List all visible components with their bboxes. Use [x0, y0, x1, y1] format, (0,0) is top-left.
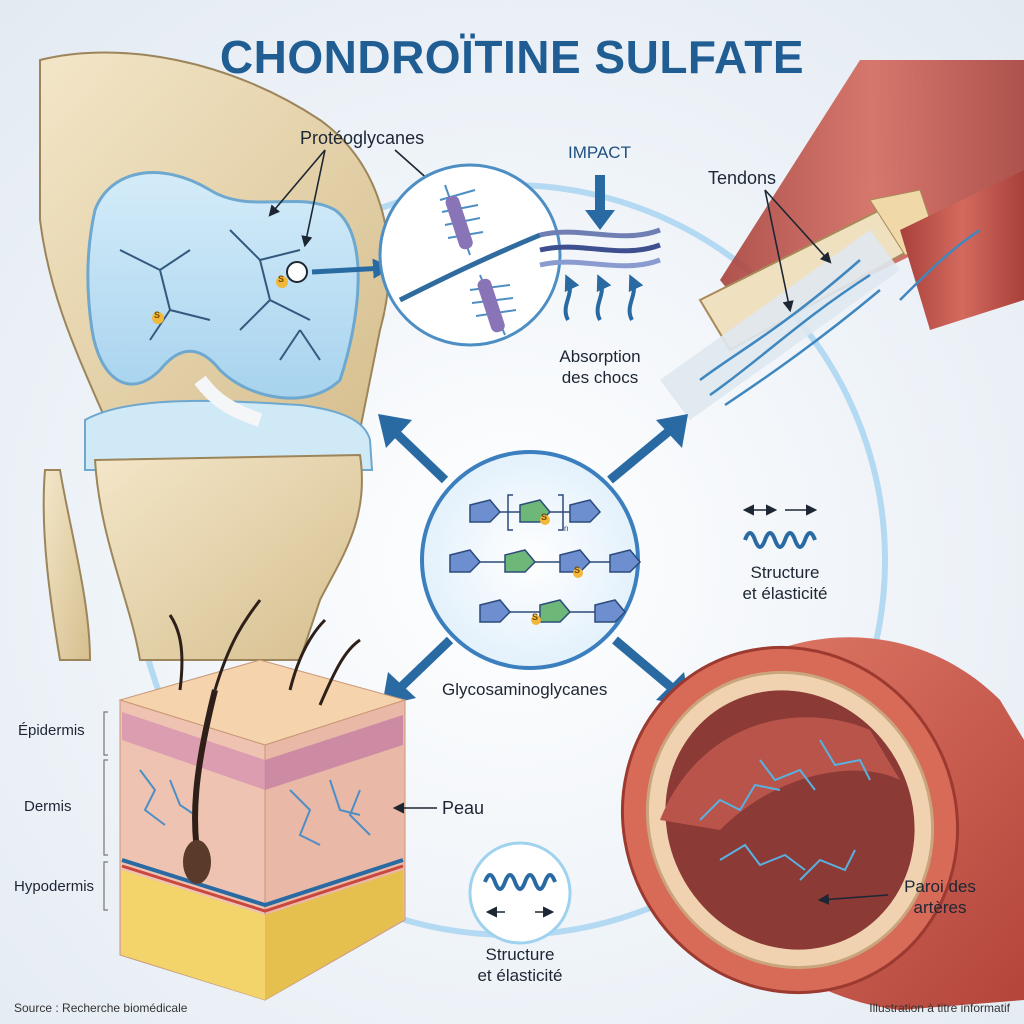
structure-label-bottom: Structure et élasticité	[477, 945, 563, 985]
source-footnote: Source : Recherche biomédicale	[14, 1001, 188, 1015]
proteoglycan-pointer-left	[268, 149, 326, 217]
sulfate-marker-2: S	[278, 274, 285, 284]
dermis-label: Dermis	[24, 798, 72, 815]
structure-label-right: Structure et élasticité	[742, 563, 828, 603]
peau-label: Peau	[442, 798, 485, 818]
page-title: CHONDROÏTINE SULFATE	[219, 31, 805, 83]
tendons-label: Tendons	[708, 168, 777, 188]
knee-joint-illustration	[39, 51, 393, 661]
sulfate-marker-5: S	[532, 612, 539, 622]
skin-layers-illustration	[118, 599, 407, 1001]
disclaimer-footnote: Illustration à titre informatif	[869, 1001, 1010, 1015]
paroi-arteres-label: Paroi des artères	[904, 877, 976, 917]
spring-icon-right	[742, 504, 818, 549]
proteoglycan-pointer-right	[301, 149, 326, 248]
sulfate-marker-1: S	[154, 310, 161, 320]
sulfate-marker-3: S	[541, 512, 548, 522]
impact-label: IMPACT	[568, 143, 631, 162]
hypodermis-label: Hypodermis	[14, 878, 95, 895]
spring-icon-bottom	[468, 841, 572, 945]
repeat-subscript: n	[564, 524, 569, 533]
proteoglycan-zoom	[378, 163, 562, 347]
proteoglycanes-label: Protéoglycanes	[300, 128, 425, 148]
tendon-muscle-illustration	[660, 60, 1024, 420]
absorption-label: Absorption des chocs	[559, 347, 641, 387]
sulfate-marker-4: S	[574, 565, 581, 575]
glycosaminoglycanes-label: Glycosaminoglycanes	[442, 680, 608, 699]
skin-layer-brackets	[103, 711, 108, 911]
artery-wall-illustration	[620, 637, 1024, 1010]
epidermis-label: Épidermis	[18, 722, 85, 739]
shock-absorption-graphic	[539, 175, 661, 321]
radiating-arrows	[391, 428, 675, 692]
gag-molecule-circle	[420, 450, 642, 670]
